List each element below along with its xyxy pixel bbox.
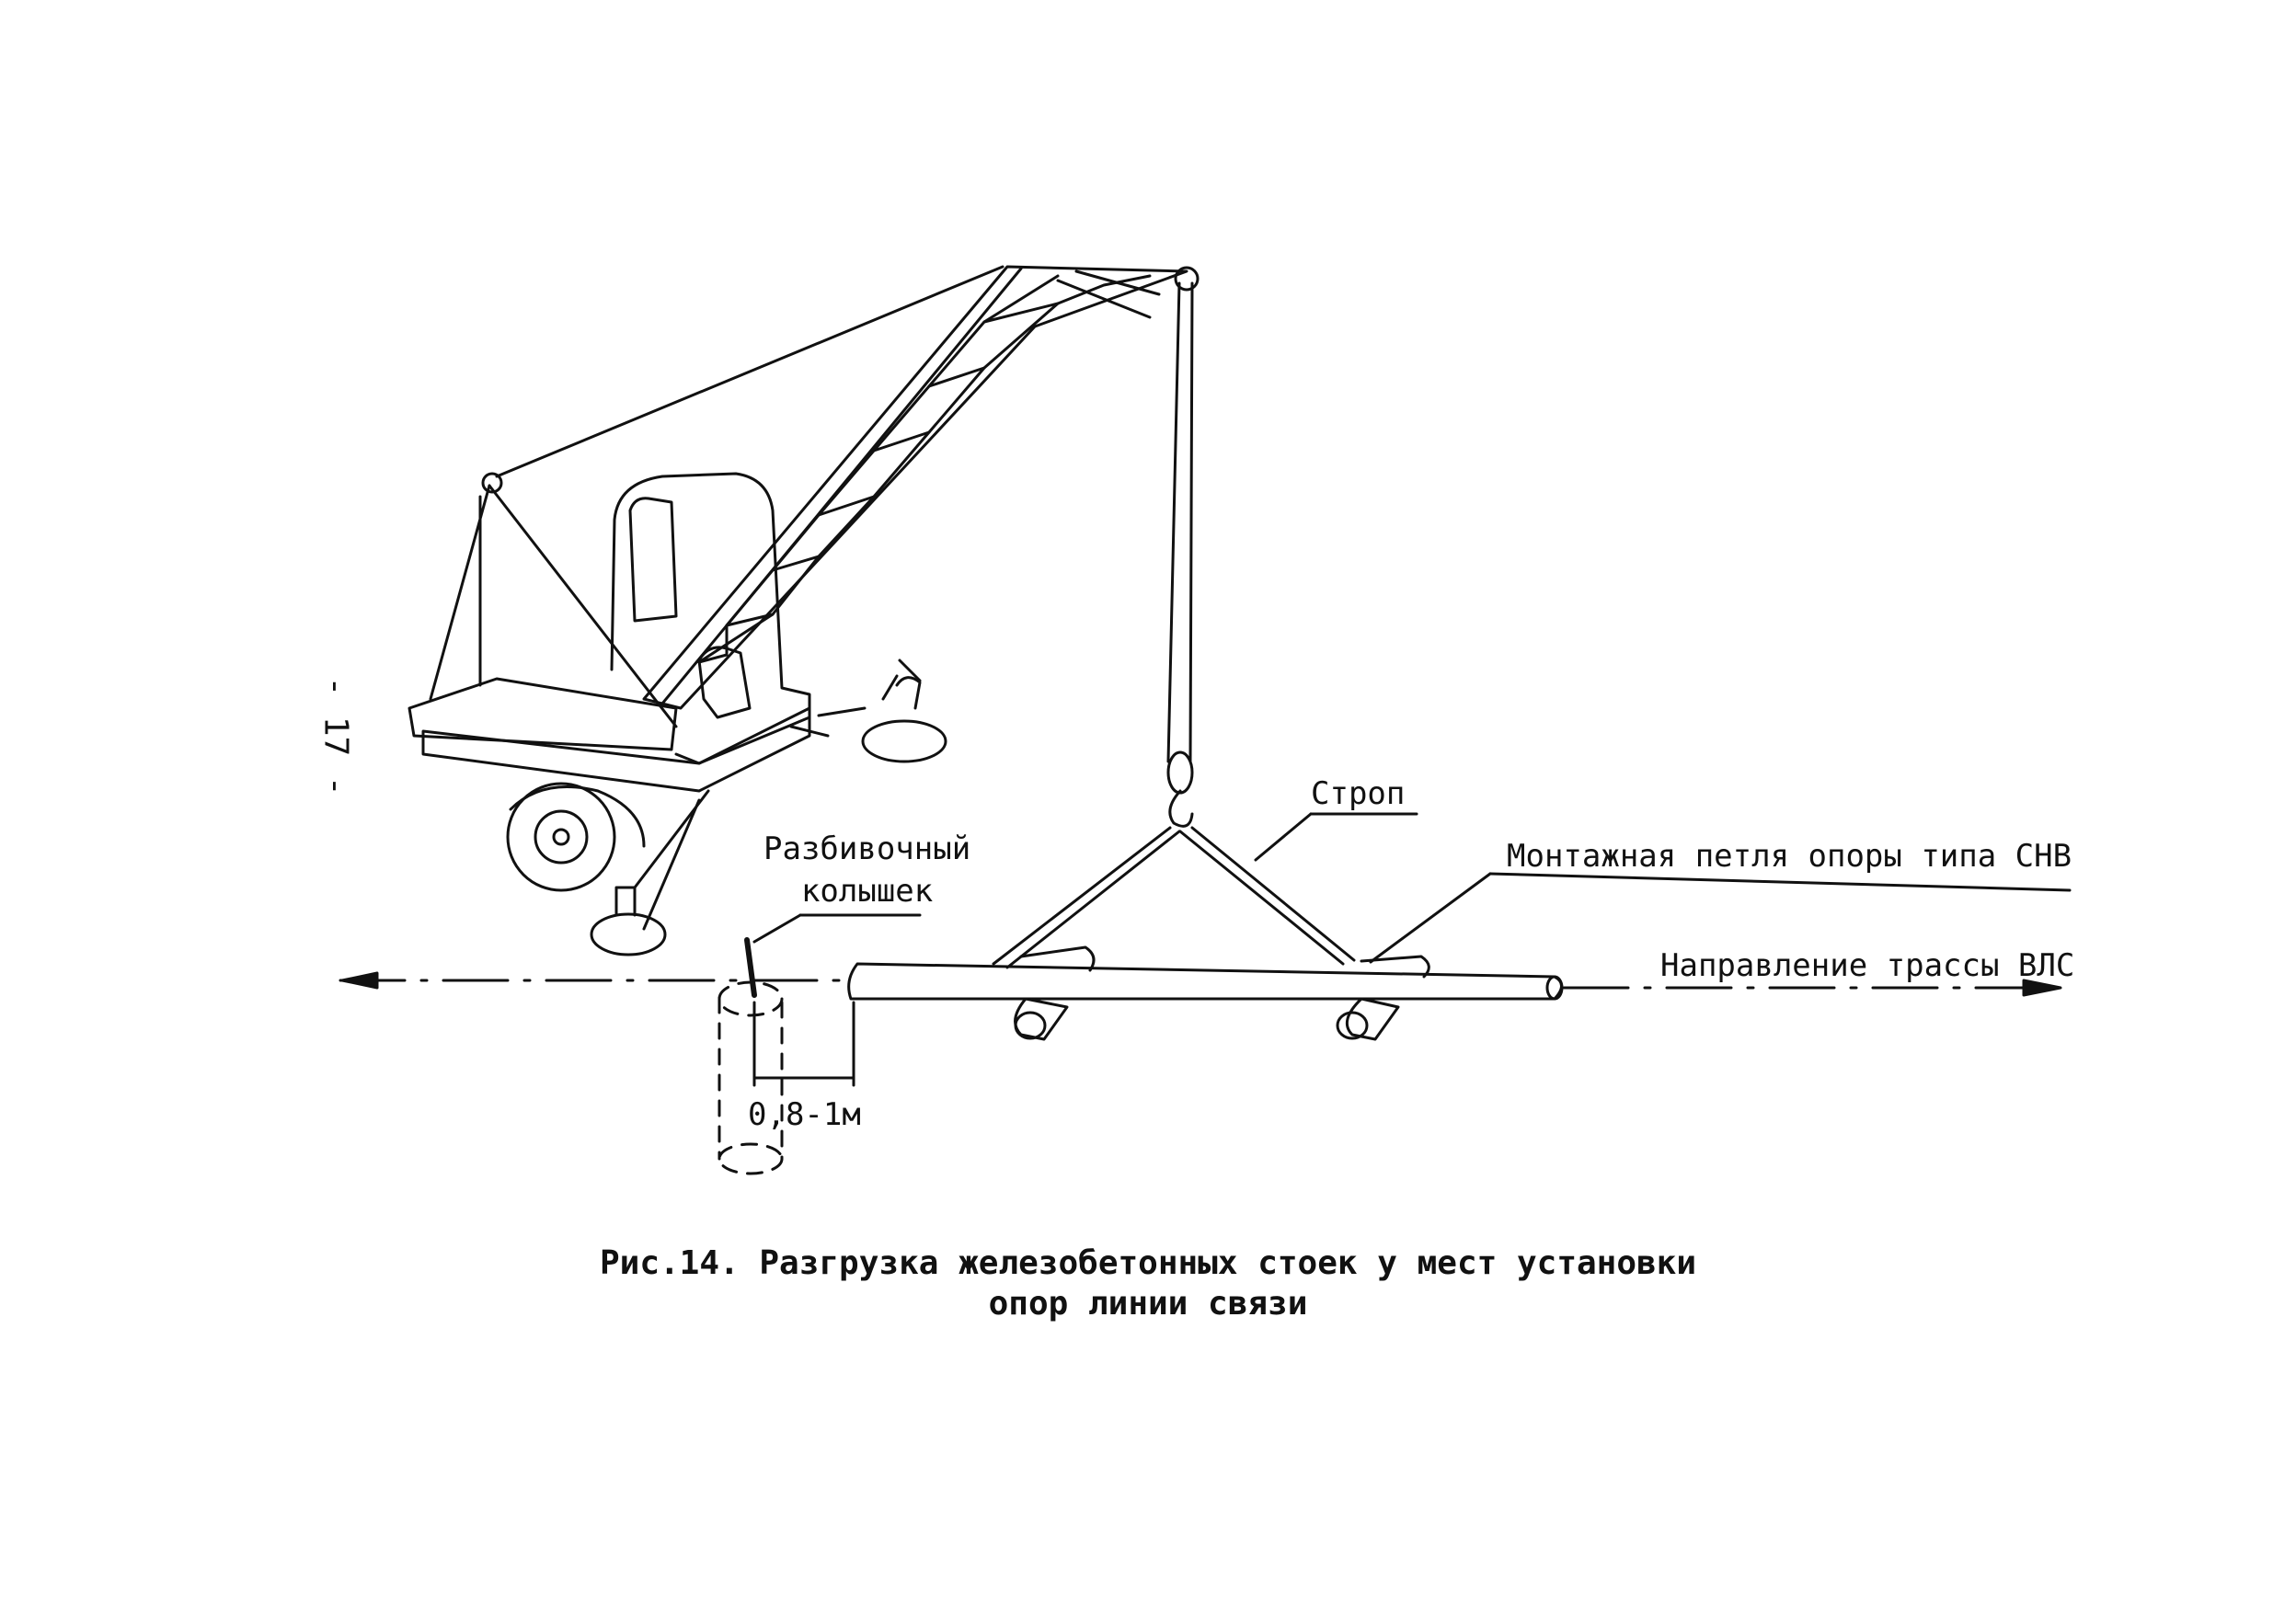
label-leaders — [752, 812, 2072, 964]
boom-pendant-rope — [495, 265, 1004, 478]
pit-outline — [718, 996, 784, 1161]
hook-block — [1166, 750, 1194, 795]
lattice-boom — [642, 265, 1188, 710]
sling-leg-left — [992, 826, 1172, 966]
mast-leg-front — [488, 484, 678, 728]
setting-out-stake — [718, 937, 784, 1175]
crane-platform — [408, 677, 678, 751]
boom-sheave — [1174, 266, 1200, 292]
concrete-pole — [847, 945, 1564, 1041]
crane-chassis — [421, 706, 811, 793]
distance-label: 0,8-1м — [748, 1096, 861, 1133]
truck-crane — [408, 265, 1356, 969]
hook-icon — [1168, 789, 1194, 828]
sling-leg-right — [1178, 830, 1345, 966]
outrigger-pad-front — [590, 912, 667, 956]
left-arrow-icon — [340, 971, 379, 990]
crane-wheel — [506, 782, 616, 892]
cabin-window — [628, 497, 678, 623]
hoist-rope — [1166, 281, 1181, 763]
stake-label-line1: Разбивочный — [763, 830, 971, 867]
mounting-loop-label: Монтажная петля опоры типа СНВ — [1507, 838, 2072, 875]
stake-label-line2: колышек — [800, 873, 934, 910]
route-direction-label: Направление трассы ВЛС — [1660, 947, 2075, 984]
stake-label: Разбивочный колышек — [763, 828, 970, 912]
figure-caption: Рис.14. Разгрузка железобетонных стоек у… — [0, 1243, 2296, 1324]
right-arrow-icon — [2022, 979, 2062, 997]
page-number: - 17 - — [316, 676, 355, 796]
caption-line2: опор линии связи — [988, 1285, 1308, 1323]
caption-line1: Рис.14. Разгрузка железобетонных стоек у… — [599, 1244, 1697, 1282]
distance-dimension — [752, 1001, 855, 1087]
route-axis-line — [339, 971, 2062, 997]
crane-cabin — [610, 472, 811, 765]
sling-label: Строп — [1311, 775, 1406, 812]
outrigger-pad-rear — [861, 719, 947, 763]
sleeper-right — [1345, 997, 1400, 1041]
